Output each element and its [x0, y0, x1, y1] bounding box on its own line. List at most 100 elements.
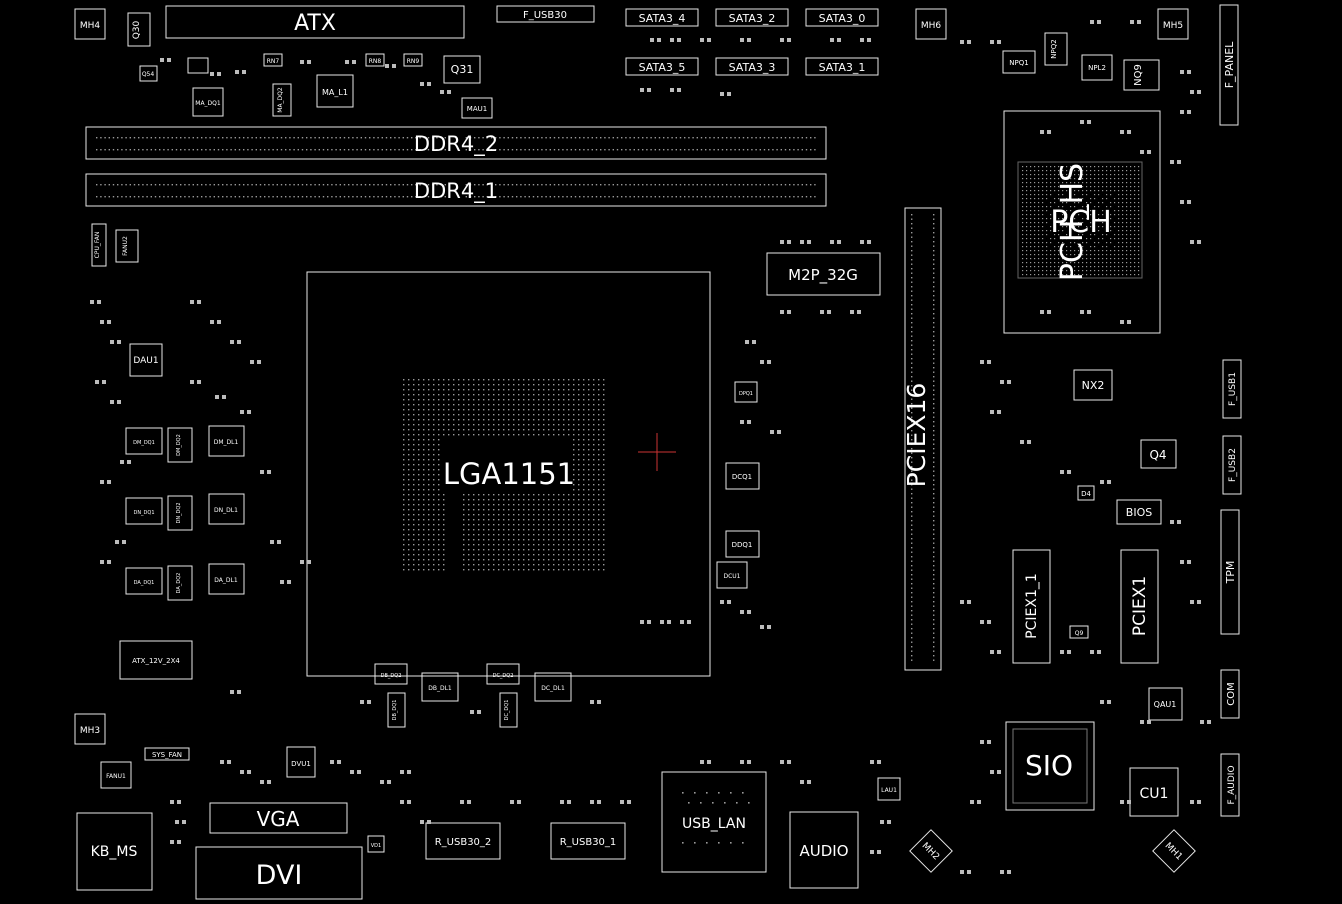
- tpm-label: TPM: [1224, 561, 1237, 585]
- pciex16-label: PCIEX16: [902, 383, 931, 488]
- q4-component: Q4: [1140, 439, 1177, 469]
- r-usb30-2-connector: R_USB30_2: [425, 822, 501, 860]
- cpu-vrm-left: DAU1 DM_DQ1 DM_DQ2 DM_DL1 DN_DQ1 DN_DQ2 …: [125, 343, 245, 601]
- mh5-label: MH5: [1163, 21, 1183, 31]
- usb-lan-connector: USB_LAN: [661, 771, 767, 873]
- npq2-label: NPQ2: [1050, 39, 1058, 58]
- db-dq2-label: DB_DQ2: [381, 673, 402, 679]
- r-usb30-2-label: R_USB30_2: [435, 837, 492, 848]
- dn-dq1-label: DN_DQ1: [133, 510, 154, 516]
- ma-dq1-label: MA_DQ1: [195, 100, 221, 107]
- mh1-hole: MH1: [1152, 829, 1196, 873]
- mh4-label: MH4: [80, 21, 101, 31]
- npq-components: NPQ1 NPQ2 NPL2 NQ9: [1002, 32, 1160, 91]
- com-label: COM: [1226, 682, 1237, 705]
- cpu-vrm-right: DPQ1 DCQ1 DDQ1 DCU1: [716, 381, 760, 589]
- sys-fan-header: SYS_FAN: [144, 747, 190, 761]
- pch-label: PCH: [1050, 205, 1112, 240]
- q9-component: Q9: [1069, 625, 1089, 639]
- lau1-label: LAU1: [881, 787, 897, 794]
- ma-dq2-label: MA_DQ2: [277, 87, 284, 113]
- dvi-label: DVI: [256, 860, 303, 891]
- passive-components: [90, 20, 1211, 874]
- dc-dq1-label: DC_DQ1: [504, 700, 510, 721]
- q9-label: Q9: [1075, 630, 1084, 637]
- ddr4-1-label: DDR4_1: [414, 179, 498, 204]
- dpq1-label: DPQ1: [739, 391, 753, 397]
- sio-label: SIO: [1025, 749, 1073, 782]
- ddr4-1-slot: DDR4_1: [85, 173, 827, 207]
- r-usb30-1-label: R_USB30_1: [560, 837, 617, 848]
- db-dl1-label: DB_DL1: [428, 685, 452, 692]
- da-dq1-label: DA_DQ1: [134, 580, 155, 586]
- dvi-connector: DVI: [195, 846, 363, 900]
- ddr4-2-slot: DDR4_2: [85, 126, 827, 160]
- sio-chip: SIO: [1005, 721, 1095, 811]
- npl2-label: NPL2: [1088, 64, 1106, 72]
- mh2-hole: MH2: [909, 829, 953, 873]
- bios-label: BIOS: [1126, 506, 1152, 519]
- sata3-0-label: SATA3_0: [819, 12, 866, 25]
- com-header: COM: [1220, 669, 1240, 719]
- fanu1-label: FANU1: [106, 773, 126, 780]
- dm-dl1-label: DM_DL1: [214, 439, 239, 446]
- dvu1-component: DVU1: [286, 746, 316, 778]
- mh3-label: MH3: [80, 726, 100, 736]
- usb-lan-label: USB_LAN: [682, 816, 746, 832]
- vd1-component: VD1: [367, 835, 385, 853]
- npq1-label: NPQ1: [1009, 59, 1028, 67]
- mh4-hole: MH4: [74, 8, 106, 40]
- audio-label: AUDIO: [799, 842, 848, 860]
- pciex1-label: PCIEX1: [1130, 576, 1150, 636]
- audio-connector: AUDIO: [789, 811, 859, 889]
- nq9-label: NQ9: [1133, 64, 1144, 86]
- m2p-32g-slot: M2P_32G: [766, 252, 881, 296]
- qau1-component: QAU1: [1148, 687, 1183, 721]
- rn7-label: RN7: [267, 58, 280, 65]
- nx2-label: NX2: [1082, 379, 1105, 392]
- pch-chipset: PCH PCH_HS: [1003, 110, 1161, 334]
- f-panel-header: F_PANEL: [1219, 4, 1239, 126]
- da-dl1-label: DA_DL1: [214, 577, 238, 584]
- fanu2-label: FANU2: [122, 236, 129, 256]
- rn9-label: RN9: [407, 58, 420, 65]
- dc-dl1-label: DC_DL1: [541, 685, 565, 692]
- mh1-label: MH1: [1163, 841, 1184, 862]
- sata-connectors: SATA3_4 SATA3_2 SATA3_0 SATA3_5 SATA3_3 …: [625, 8, 879, 76]
- ddr4-2-label: DDR4_2: [414, 132, 498, 157]
- fanu1-component: FANU1: [100, 761, 132, 789]
- atx-12v-connector: ATX_12V_2X4: [119, 640, 193, 680]
- dc-dq2-label: DC_DQ2: [493, 673, 514, 679]
- f-usb1-label: F_USB1: [1228, 372, 1238, 406]
- lga1151-label: LGA1151: [443, 457, 575, 491]
- d4-label: D4: [1081, 490, 1091, 498]
- vga-label: VGA: [257, 807, 300, 831]
- kb-ms-connector: KB_MS: [76, 812, 153, 891]
- q31-label: Q31: [451, 63, 474, 76]
- ma-l1-label: MA_L1: [322, 88, 348, 97]
- dm-dq2-label: DM_DQ2: [176, 434, 182, 456]
- q30-label: Q30: [132, 20, 142, 39]
- f-audio-label: F_AUDIO: [1227, 765, 1237, 804]
- kb-ms-label: KB_MS: [91, 844, 138, 860]
- cpu-fan-label: CPU_FAN: [94, 232, 101, 259]
- mh2-label: MH2: [920, 841, 941, 862]
- f-usb30-header: F_USB30: [496, 5, 595, 23]
- rn8-label: RN8: [369, 58, 382, 65]
- lga1151-socket: LGA1151: [306, 271, 711, 677]
- mh6-hole: MH6: [915, 8, 947, 40]
- pch-hs-label: PCH_HS: [1055, 163, 1090, 281]
- vd1-label: VD1: [371, 843, 381, 849]
- f-usb2-header: F_USB2: [1222, 435, 1242, 495]
- ddq1-label: DDQ1: [732, 541, 753, 549]
- dvu1-label: DVU1: [291, 760, 311, 768]
- mau1-label: MAU1: [467, 105, 487, 113]
- cpu-fan-header: CPU_FAN FANU2: [91, 223, 139, 267]
- vga-connector: VGA: [209, 802, 348, 834]
- sata3-5-label: SATA3_5: [639, 61, 686, 74]
- bios-chip: BIOS: [1116, 499, 1162, 525]
- tpm-header: TPM: [1220, 509, 1240, 635]
- pciex1-1-label: PCIEX1_1: [1024, 573, 1040, 639]
- sata3-1-label: SATA3_1: [819, 61, 866, 74]
